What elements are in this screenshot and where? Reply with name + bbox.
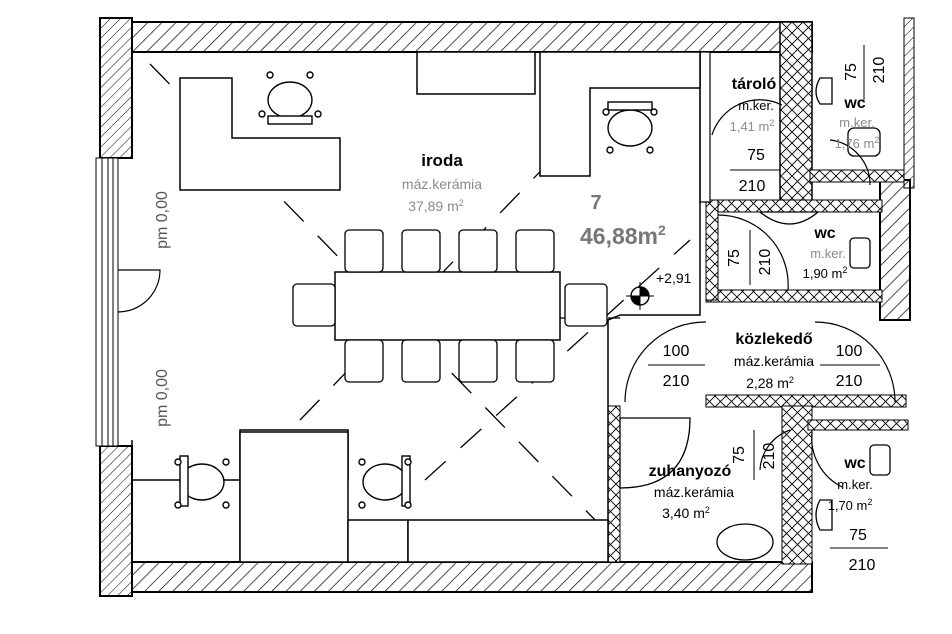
room-name-wc2: wc xyxy=(813,225,835,242)
room-floor-wc1: m.ker. xyxy=(839,115,874,130)
wc2-basin-icon xyxy=(758,211,820,225)
desk-top-right xyxy=(539,51,701,177)
door-kozl-right-height: 210 xyxy=(836,373,863,390)
room-area-wc1: 1,76 m2 xyxy=(835,135,880,151)
door-kozl-right-width: 100 xyxy=(836,343,863,360)
cabinet-top xyxy=(416,51,536,95)
shower-tray-icon xyxy=(619,417,691,489)
wc1-basin-icon xyxy=(847,127,881,157)
desk-l-top-left xyxy=(179,77,341,191)
desk-bottom-right xyxy=(239,431,349,563)
conference-chairs xyxy=(292,229,608,383)
door-tarolo-height: 210 xyxy=(739,178,766,195)
door-kozl-left-height: 210 xyxy=(663,373,690,390)
sill-height-lower: pm 0,00 xyxy=(154,369,171,427)
room-labels: iroda máz.kerámia 37,89 m2 7 46,88m2 +2,… xyxy=(154,76,879,521)
door-wc3-height: 210 xyxy=(849,557,876,574)
door-wc1-width: 75 xyxy=(843,63,860,81)
office-chair-1 xyxy=(258,71,322,125)
wc1-toilet-icon xyxy=(815,77,833,105)
room-area-iroda: 37,89 m2 xyxy=(408,198,464,214)
total-area: 46,88m2 xyxy=(580,222,666,249)
room-floor-iroda: máz.kerámia xyxy=(402,176,482,192)
door-wc2-height: 210 xyxy=(757,249,774,276)
room-area-wc2: 1,90 m2 xyxy=(803,265,848,281)
room-name-kozlekedo: közlekedő xyxy=(735,331,813,348)
door-zuhanyozo-width: 75 xyxy=(731,446,748,464)
door-wc2-width: 75 xyxy=(726,249,743,267)
desk-bottom-mid xyxy=(407,519,609,563)
door-zuhanyozo-height: 210 xyxy=(761,443,778,470)
door-dimensions: 75 210 75 210 75 210 100 210 100 210 75 … xyxy=(648,45,888,574)
room-floor-wc3: m.ker. xyxy=(837,477,872,492)
room-area-zuhanyozo: 3,40 m2 xyxy=(662,505,710,521)
level-mark: +2,91 xyxy=(656,270,692,286)
wc3-basin-icon xyxy=(815,499,833,531)
room-name-wc3: wc xyxy=(843,455,865,472)
door-wc1-height: 210 xyxy=(871,57,888,84)
door-tarolo-width: 75 xyxy=(747,147,765,164)
shower-basin-icon xyxy=(716,523,774,561)
conference-table xyxy=(334,271,561,341)
sanitary-fixtures xyxy=(619,77,891,561)
room-floor-zuhanyozo: máz.kerámia xyxy=(654,484,734,500)
room-name-wc1: wc xyxy=(843,95,865,112)
door-wc3-width: 75 xyxy=(849,527,867,544)
room-name-iroda: iroda xyxy=(421,151,463,170)
room-name-zuhanyozo: zuhanyozó xyxy=(649,463,732,480)
office-chair-2 xyxy=(602,101,658,154)
room-area-tarolo: 1,41 m2 xyxy=(730,118,775,134)
office-chairs xyxy=(174,71,658,509)
level-marker-icon xyxy=(626,282,654,310)
room-area-wc3: 1,70 m2 xyxy=(828,497,873,513)
sill-height-upper: pm 0,00 xyxy=(154,191,171,249)
room-area-kozlekedo: 2,28 m2 xyxy=(746,375,794,391)
office-chair-4 xyxy=(358,455,412,509)
room-floor-kozlekedo: máz.kerámia xyxy=(734,353,814,369)
wc3-toilet-icon xyxy=(869,444,891,476)
furniture xyxy=(131,51,701,563)
cabinet-bottom xyxy=(347,519,409,563)
room-number: 7 xyxy=(590,192,601,214)
room-floor-tarolo: m.ker. xyxy=(738,98,773,113)
wc2-toilet-icon xyxy=(849,237,871,269)
room-floor-wc2: m.ker. xyxy=(810,246,845,261)
office-chair-3 xyxy=(174,455,230,509)
door-swings xyxy=(117,99,896,488)
door-kozl-left-width: 100 xyxy=(663,343,690,360)
room-name-tarolo: tároló xyxy=(732,76,777,93)
